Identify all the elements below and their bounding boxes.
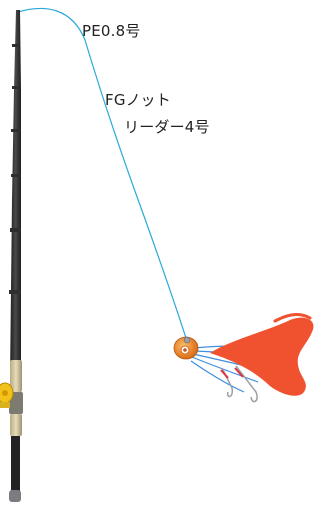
leader-label: リーダー4号 (124, 118, 210, 136)
rod-butt-cap (9, 490, 21, 502)
main-line-label: PE0.8号 (82, 22, 141, 40)
rod-grip-upper (10, 360, 22, 392)
rod-guides (9, 44, 21, 294)
main-line (17, 7, 187, 339)
knot-label: FGノット (105, 91, 171, 109)
lure-tail (210, 317, 314, 396)
hook-icon (221, 365, 258, 403)
tai-rubber-lure-icon (173, 312, 314, 403)
reel-icon (0, 382, 14, 408)
fishing-rod-icon (9, 10, 23, 502)
rod-grip-lower (10, 414, 22, 436)
